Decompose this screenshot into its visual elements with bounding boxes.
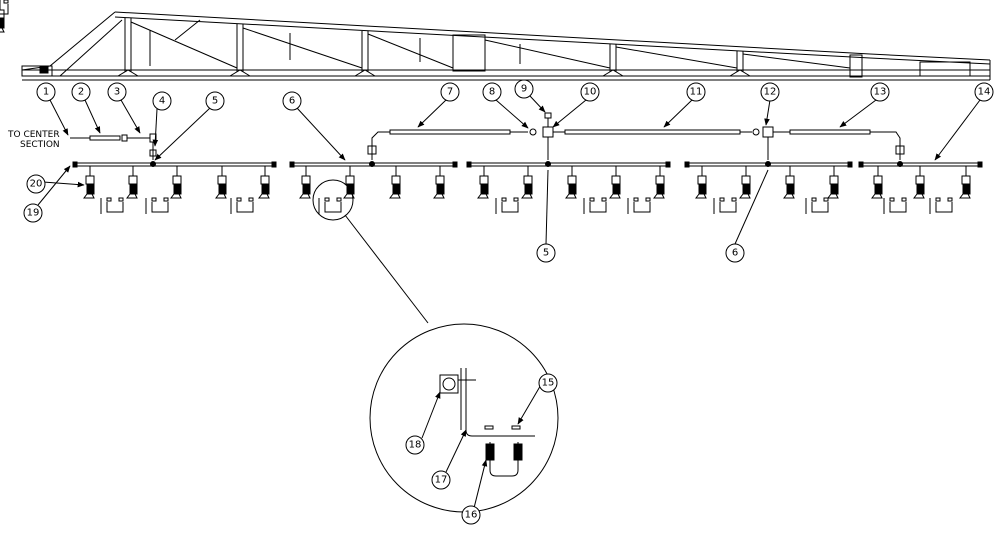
svg-text:7: 7 <box>447 87 453 98</box>
svg-text:4: 4 <box>159 96 165 107</box>
callout-4: 4 <box>152 91 172 111</box>
svg-text:9: 9 <box>521 84 527 95</box>
callouts: 1 2 3 4 5 6 7 8 9 10 11 12 13 14 5 6 15 … <box>23 79 994 525</box>
detail-zoom <box>312 179 559 513</box>
callout-8: 8 <box>482 82 502 102</box>
callout-14: 14 <box>974 82 994 102</box>
callout-6: 6 <box>282 91 302 111</box>
callout-3: 3 <box>107 82 127 102</box>
boom-truss <box>21 11 991 81</box>
svg-text:11: 11 <box>690 87 703 98</box>
section-label: TO CENTER SECTION <box>7 130 60 150</box>
svg-text:19: 19 <box>27 208 40 219</box>
callout-16: 16 <box>461 505 481 525</box>
svg-text:6: 6 <box>289 96 295 107</box>
section-label-line-2: SECTION <box>20 140 60 150</box>
callout-2: 2 <box>71 82 91 102</box>
callout-6-lower: 6 <box>725 243 745 263</box>
spray-bars <box>72 161 983 168</box>
svg-text:20: 20 <box>30 179 43 190</box>
svg-text:16: 16 <box>465 510 478 521</box>
svg-text:3: 3 <box>114 87 120 98</box>
nozzle-assemblies <box>0 0 971 215</box>
callout-17: 17 <box>431 470 451 490</box>
callout-11: 11 <box>686 82 706 102</box>
callout-9: 9 <box>514 79 534 99</box>
callout-1: 1 <box>36 82 56 102</box>
svg-text:14: 14 <box>978 87 991 98</box>
svg-text:6: 6 <box>732 248 738 259</box>
callout-5-lower: 5 <box>536 243 556 263</box>
svg-text:2: 2 <box>78 87 84 98</box>
svg-text:12: 12 <box>764 87 777 98</box>
callout-7: 7 <box>440 82 460 102</box>
callout-18: 18 <box>405 435 425 455</box>
callout-13: 13 <box>870 82 890 102</box>
svg-text:10: 10 <box>584 87 597 98</box>
callout-5: 5 <box>205 91 225 111</box>
callout-15: 15 <box>538 373 558 393</box>
svg-text:8: 8 <box>489 87 495 98</box>
callout-19: 19 <box>23 203 43 223</box>
svg-text:15: 15 <box>542 378 555 389</box>
svg-text:5: 5 <box>543 248 549 259</box>
callout-10: 10 <box>580 82 600 102</box>
section-label-line-1: TO CENTER <box>7 130 60 140</box>
svg-text:18: 18 <box>409 440 422 451</box>
callout-20: 20 <box>26 174 46 194</box>
svg-text:17: 17 <box>435 475 448 486</box>
callout-12: 12 <box>760 82 780 102</box>
svg-text:5: 5 <box>212 96 218 107</box>
supply-lines <box>70 112 905 160</box>
svg-text:1: 1 <box>43 87 49 98</box>
svg-text:13: 13 <box>874 87 887 98</box>
